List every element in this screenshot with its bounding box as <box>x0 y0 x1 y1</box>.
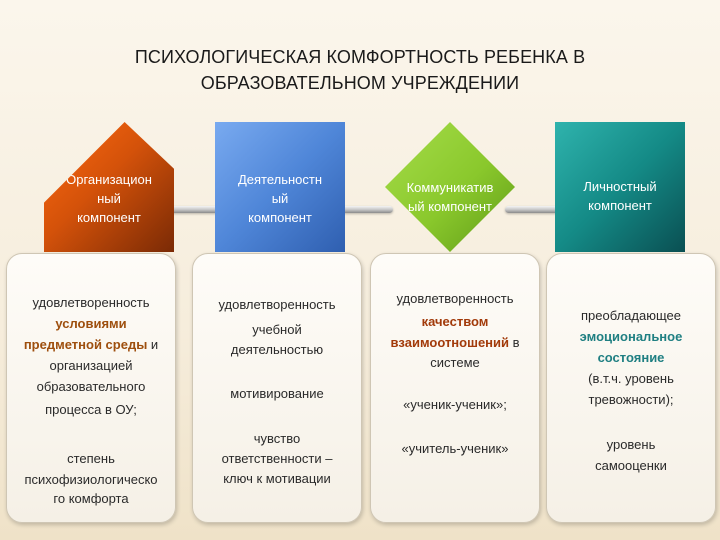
card-text: «ученик-ученик»; <box>403 397 507 412</box>
card-text: ответственности – <box>221 451 333 466</box>
card-personal: преобладающее эмоциональное состояние (в… <box>546 253 716 523</box>
connector-3-4 <box>505 206 560 213</box>
card-text-highlight: условиями <box>55 316 127 331</box>
card-text: удовлетворенность <box>396 291 514 306</box>
card-text: (в.т.ч. уровень <box>588 371 674 386</box>
card-text: го комфорта <box>53 491 129 506</box>
component-communicative: Коммуникатив ый компонент <box>385 122 515 252</box>
card-text: и <box>147 337 159 352</box>
card-text: тревожности); <box>588 392 674 407</box>
card-text: процесса в ОУ; <box>45 402 137 417</box>
component-personal: Личностный компонент <box>555 122 685 252</box>
component-label: Личностный компонент <box>583 179 657 213</box>
card-text-highlight: состояние <box>597 350 665 365</box>
title-line-2: ОБРАЗОВАТЕЛЬНОМ УЧРЕЖДЕНИИ <box>200 73 520 93</box>
card-text-highlight: эмоциональное <box>579 329 683 344</box>
card-text: деятельностью <box>230 342 324 357</box>
card-communicative: удовлетворенность качеством взаимоотноше… <box>370 253 540 523</box>
card-text-highlight: качеством <box>421 314 489 329</box>
card-organizational: удовлетворенность условиями предметной с… <box>6 253 176 523</box>
card-text: уровень <box>606 437 656 452</box>
card-text: организацией <box>49 358 133 373</box>
card-activity: удовлетворенность учебной деятельностью … <box>192 253 362 523</box>
card-text: ключ к мотивации <box>223 471 331 486</box>
component-label: Коммуникатив ый компонент <box>406 180 494 214</box>
card-text: чувство <box>253 431 301 446</box>
card-text: образовательного <box>36 379 146 394</box>
card-text: учебной <box>252 322 302 337</box>
card-text: самооценки <box>595 458 667 473</box>
card-text-highlight: взаимоотношений <box>390 335 510 350</box>
connector-1-2 <box>170 206 220 213</box>
card-text: взаимоотношений в <box>371 333 539 352</box>
component-label: Деятельностн ый компонент <box>237 172 323 225</box>
card-text: удовлетворенность <box>32 295 150 310</box>
card-text: предметной среды и <box>7 335 175 354</box>
card-text: преобладающее <box>581 308 681 323</box>
component-organizational: Организацион ный компонент <box>44 122 174 252</box>
title-line-1: ПСИХОЛОГИЧЕСКАЯ КОМФОРТНОСТЬ РЕБЕНКА В <box>134 47 586 67</box>
card-text: системе <box>430 355 480 370</box>
connector-2-3 <box>341 206 393 213</box>
card-text: мотивирование <box>230 386 324 401</box>
card-text: степень <box>67 451 115 466</box>
card-text: в <box>509 335 520 350</box>
component-activity: Деятельностн ый компонент <box>215 122 345 252</box>
card-text: «учитель-ученик» <box>401 441 509 456</box>
card-text: удовлетворенность <box>218 297 336 312</box>
card-text: психофизиологическо <box>24 472 158 487</box>
card-text-highlight: предметной среды <box>23 337 148 352</box>
component-label: Организацион ный компонент <box>66 172 152 225</box>
page-title: ПСИХОЛОГИЧЕСКАЯ КОМФОРТНОСТЬ РЕБЕНКА В О… <box>0 44 720 96</box>
